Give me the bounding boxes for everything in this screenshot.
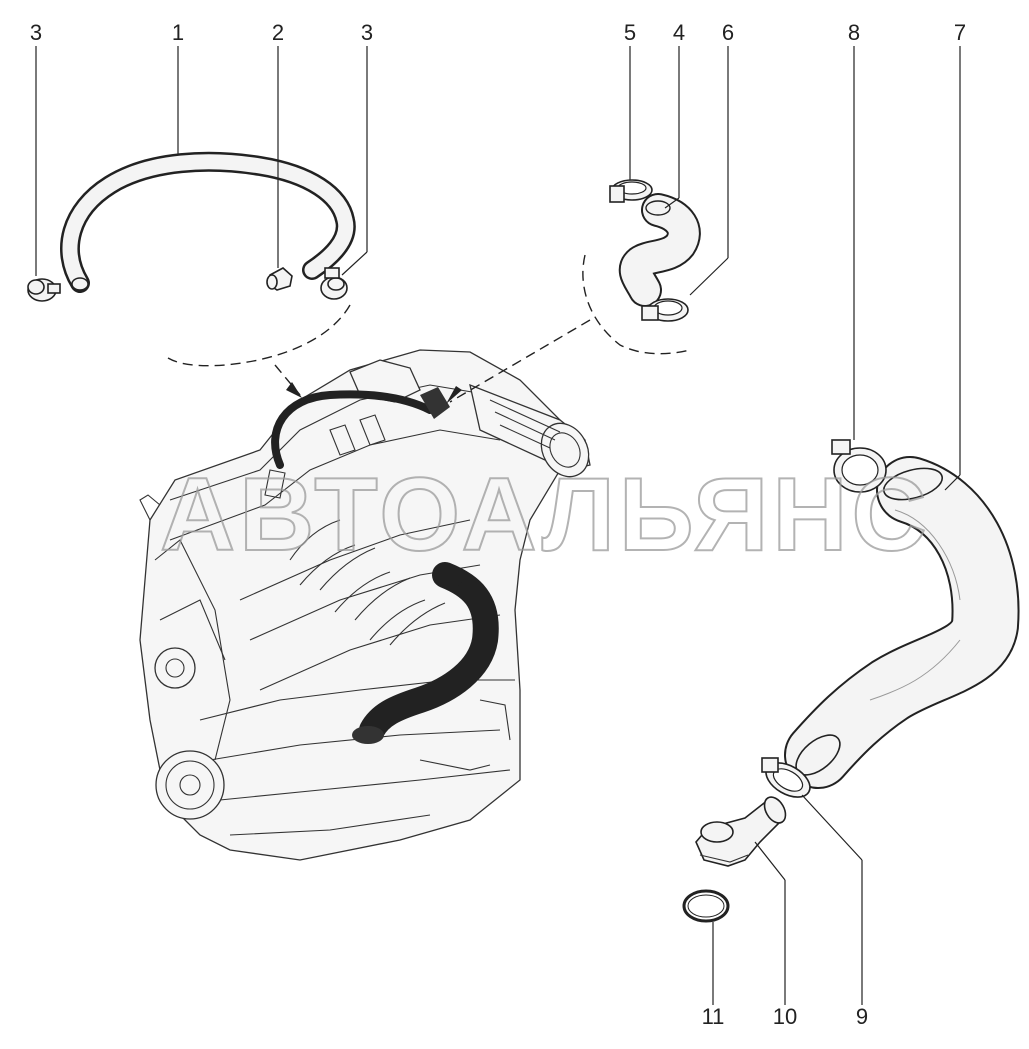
part-hose-1 [60, 151, 356, 293]
part-clamp-3-right [320, 267, 348, 300]
callout-2: 2 [272, 20, 284, 45]
part-clamp-5 [609, 179, 653, 203]
part-clamp-8 [831, 439, 887, 493]
callout-numbers: 3 1 2 3 5 4 6 8 7 11 10 9 [30, 20, 966, 1029]
watermark-text: АВТОАЛЬЯНС [160, 457, 931, 573]
part-plug-2 [266, 267, 293, 291]
part-clamp-9 [761, 757, 811, 798]
callout-3-right: 3 [361, 20, 373, 45]
engine-illustration [139, 349, 591, 861]
callout-8: 8 [848, 20, 860, 45]
callout-11: 11 [702, 1004, 725, 1029]
part-clamp-6 [641, 298, 689, 322]
part-large-hose-7 [784, 456, 1020, 789]
engine-hoses [271, 387, 499, 744]
callout-3-left: 3 [30, 20, 42, 45]
assembly-pointers [167, 254, 691, 404]
leader-lines [35, 46, 961, 1005]
callout-5: 5 [624, 20, 636, 45]
part-o-ring-11 [682, 889, 730, 923]
callout-6: 6 [722, 20, 734, 45]
part-elbow-hose-4 [618, 193, 701, 307]
callout-9: 9 [856, 1004, 868, 1029]
callout-1: 1 [172, 20, 184, 45]
callout-7: 7 [954, 20, 966, 45]
callout-4: 4 [673, 20, 685, 45]
part-pipe-10 [695, 796, 787, 867]
part-clamp-3-left [27, 278, 61, 302]
callout-10: 10 [773, 1004, 797, 1029]
